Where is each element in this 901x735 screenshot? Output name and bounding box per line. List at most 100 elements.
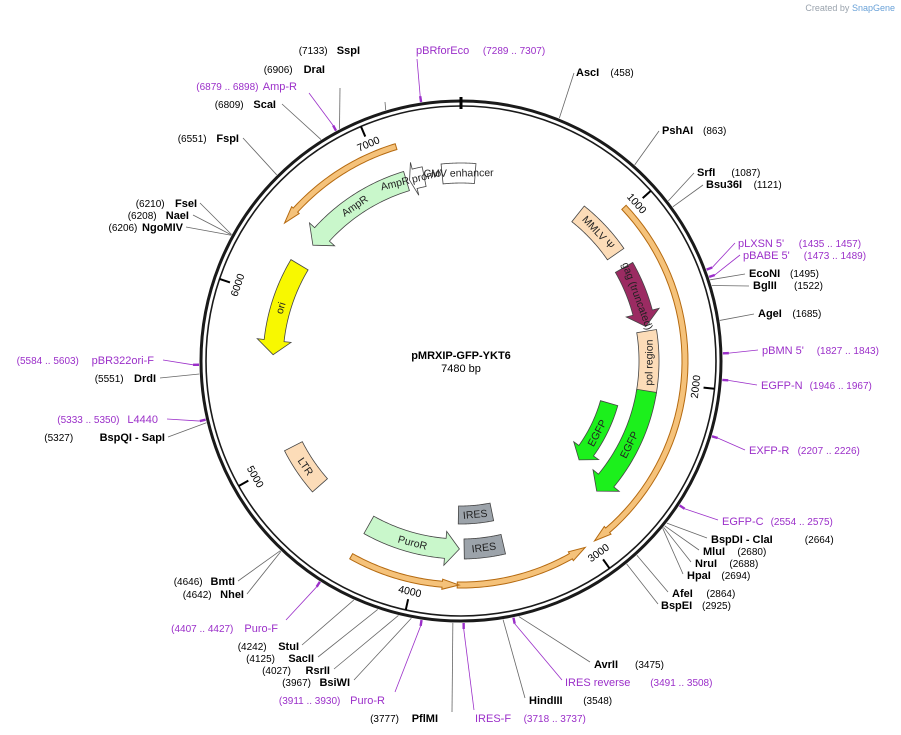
primer-mark-puro-r bbox=[419, 619, 423, 627]
feature-outer-mmlv bbox=[571, 205, 625, 261]
primer-name-egfp-c: EGFP-C bbox=[722, 516, 764, 528]
site-pos-sspi: (7133) bbox=[299, 46, 328, 57]
primer-name-puro-f: Puro-F bbox=[244, 623, 278, 635]
site-leader-bspdi-clai bbox=[666, 522, 708, 539]
feature-label-ires: IRES bbox=[462, 508, 488, 522]
site-name-econi: EcoNI bbox=[749, 268, 780, 280]
site-name-stui: StuI bbox=[278, 641, 299, 653]
tick-label-3000: 3000 bbox=[586, 541, 612, 564]
primer-name-egfp-n: EGFP-N bbox=[761, 380, 803, 392]
site-pos-nrui: (2688) bbox=[729, 559, 758, 570]
site-leader-fsei bbox=[199, 202, 232, 235]
tick-mark-3000 bbox=[602, 558, 611, 569]
site-pos-econi: (1495) bbox=[790, 269, 819, 280]
site-name-ngomiv: NgoMIV bbox=[142, 222, 184, 234]
orf-arrow-0 bbox=[593, 204, 689, 542]
site-leader-bmti bbox=[237, 550, 281, 582]
feature-label-cmv-enhancer: CMV enhancer bbox=[424, 167, 495, 180]
site-leader-ngomiv bbox=[185, 226, 232, 236]
site-name-nrui: NruI bbox=[695, 558, 717, 570]
site-name-sacii: SacII bbox=[288, 653, 314, 665]
primer-name-plxsn-5: pLXSN 5' bbox=[738, 238, 784, 250]
primer-mark-plxsn-5 bbox=[706, 266, 713, 271]
primer-name-pbmn-5: pBMN 5' bbox=[762, 345, 804, 357]
primer-name-pbrforeco: pBRforEco bbox=[416, 45, 469, 57]
plasmid-name: pMRXIP-GFP-YKT6 bbox=[411, 350, 511, 362]
credit-prefix: Created by bbox=[805, 3, 850, 13]
primer-leader-pbmn-5 bbox=[728, 349, 759, 354]
site-pos-drdi: (5551) bbox=[95, 374, 124, 385]
site-leader-rsrii bbox=[333, 615, 399, 670]
primer-pos-egfp-c: (2554 .. 2575) bbox=[771, 517, 833, 528]
site-leader-srfi bbox=[668, 172, 695, 202]
site-leader-afei bbox=[636, 554, 669, 593]
site-name-agei: AgeI bbox=[758, 308, 782, 320]
tick-mark-6000 bbox=[219, 278, 231, 284]
primer-leader-puro-f bbox=[285, 586, 317, 621]
site-name-mlui: MluI bbox=[703, 546, 725, 558]
site-leader-hpai bbox=[662, 528, 684, 575]
primer-pos-amp-r: (6879 .. 6898) bbox=[196, 82, 258, 93]
site-leader-bglii bbox=[711, 285, 750, 287]
feature-outer-ori bbox=[256, 259, 309, 356]
site-pos-bsu36i: (1121) bbox=[754, 180, 782, 191]
site-leader-stui bbox=[301, 599, 355, 646]
primer-leader-pbrforeco bbox=[416, 58, 421, 97]
primer-pos-pbmn-5: (1827 .. 1843) bbox=[817, 346, 879, 357]
site-name-rsrii: RsrII bbox=[306, 665, 330, 677]
primer-pos-pbr322ori-f: (5584 .. 5603) bbox=[17, 356, 79, 367]
feature-outer-cmv-enhancer bbox=[440, 162, 477, 185]
plasmid-length: 7480 bp bbox=[441, 363, 481, 375]
site-name-bsu36i: Bsu36I bbox=[706, 179, 742, 191]
primer-mark-egfp-c bbox=[678, 504, 686, 510]
site-name-pflmi: PflMI bbox=[412, 713, 438, 725]
plasmid-backbone bbox=[199, 97, 723, 623]
site-pos-srfi: (1087) bbox=[731, 168, 760, 179]
site-pos-nhei: (4642) bbox=[183, 590, 212, 601]
tick-mark-5000 bbox=[238, 479, 249, 487]
site-pos-pflmi: (3777) bbox=[370, 714, 399, 725]
feature-outer-puror bbox=[363, 515, 460, 567]
primer-pos-puro-r: (3911 .. 3930) bbox=[279, 696, 341, 707]
site-name-pshai: PshAI bbox=[662, 125, 693, 137]
feature-inner-ires bbox=[457, 502, 495, 525]
site-pos-bspqi-sapi: (5327) bbox=[44, 433, 73, 444]
site-pos-afei: (2864) bbox=[706, 589, 735, 600]
site-pos-hindiii: (3548) bbox=[583, 696, 612, 707]
tick-label-2000: 2000 bbox=[689, 374, 703, 399]
site-leader-bsiwi bbox=[353, 617, 412, 681]
site-pos-ngomiv: (6206) bbox=[108, 223, 137, 234]
site-pos-stui: (4242) bbox=[238, 642, 267, 653]
site-pos-fspi: (6551) bbox=[178, 134, 207, 145]
site-pos-mlui: (2680) bbox=[737, 547, 766, 558]
site-pos-naei: (6208) bbox=[128, 211, 157, 222]
site-pos-bspdi-clai: (2664) bbox=[805, 535, 834, 546]
site-name-scai: ScaI bbox=[253, 99, 276, 111]
site-pos-hpai: (2694) bbox=[721, 571, 750, 582]
site-name-naei: NaeI bbox=[166, 210, 189, 222]
primer-leader-pbr322ori-f bbox=[162, 359, 194, 366]
primer-name-pbabe-5: pBABE 5' bbox=[743, 250, 790, 262]
primer-mark-pbrforeco bbox=[419, 95, 423, 103]
tick-mark-7000 bbox=[360, 126, 367, 137]
primer-leader-ires-f bbox=[463, 628, 475, 711]
orf-arrow-3 bbox=[283, 143, 398, 225]
site-pos-scai: (6809) bbox=[215, 100, 244, 111]
site-name-nhei: NheI bbox=[220, 589, 244, 601]
primer-pos-ires-f: (3718 .. 3737) bbox=[524, 714, 586, 725]
orf-layer bbox=[283, 143, 689, 590]
site-name-hindiii: HindIII bbox=[529, 695, 563, 707]
primer-leader-egfp-c bbox=[684, 508, 719, 521]
snapgene-credit: Created by SnapGene bbox=[805, 3, 895, 13]
site-name-avrii: AvrII bbox=[594, 659, 618, 671]
primer-pos-pbrforeco: (7289 .. 7307) bbox=[483, 46, 545, 57]
snapgene-logo-text: SnapGene bbox=[851, 3, 895, 13]
site-leader-pshai bbox=[634, 130, 660, 166]
site-pos-bmti: (4646) bbox=[174, 577, 203, 588]
site-leader-nrui bbox=[663, 526, 692, 563]
site-pos-asci: (458) bbox=[610, 68, 633, 79]
primer-name-pbr322ori-f: pBR322ori-F bbox=[92, 355, 155, 367]
site-name-bglii: BglII bbox=[753, 280, 777, 292]
primer-mark-l4440 bbox=[199, 418, 206, 423]
